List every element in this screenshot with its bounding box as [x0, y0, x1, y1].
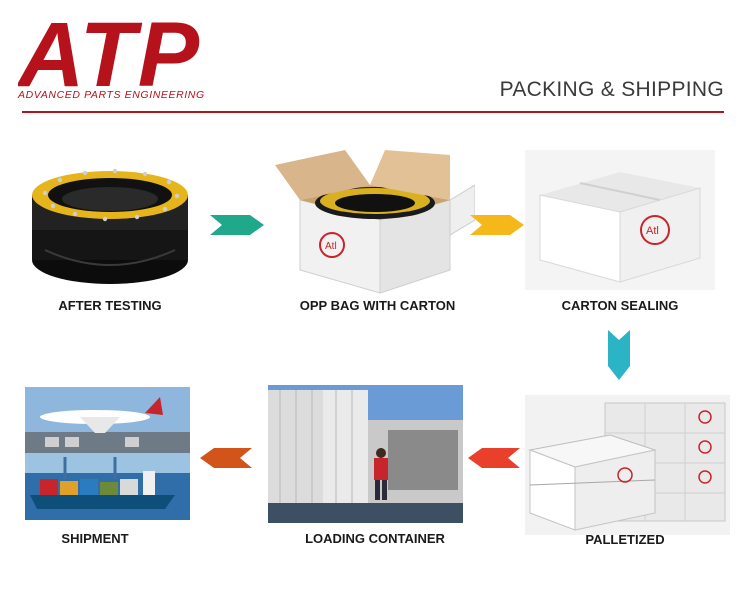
- arrow-down-icon: [608, 330, 630, 380]
- step-label-opp-bag: OPP BAG WITH CARTON: [299, 298, 456, 313]
- svg-text:Atl: Atl: [646, 225, 659, 237]
- step-label-loading-container: LOADING CONTAINER: [305, 531, 445, 546]
- step-label-carton-sealing: CARTON SEALING: [561, 298, 679, 313]
- step-label-shipment: SHIPMENT: [61, 531, 129, 546]
- step-label-after-testing: AFTER TESTING: [58, 298, 162, 313]
- svg-text:Atl: Atl: [325, 241, 337, 252]
- arrow-left-icon: [468, 448, 520, 468]
- section-title: PACKING & SHIPPING: [499, 78, 724, 101]
- brand-tagline: ADVANCED PARTS ENGINEERING: [18, 89, 205, 101]
- open-carton-photo: Atl: [275, 150, 475, 294]
- shipment-photo: [25, 387, 190, 520]
- airplane-icon: [40, 397, 163, 433]
- atp-logo: ATP: [18, 8, 201, 93]
- svg-text:ATP: ATP: [18, 8, 201, 93]
- arrow-left-icon: [200, 448, 252, 468]
- arrow-right-icon: [470, 215, 524, 235]
- cargo-ship-icon: [30, 471, 175, 509]
- step-label-palletized: PALLETIZED: [585, 532, 665, 547]
- header-divider: [22, 111, 724, 113]
- sealed-carton-photo: Atl: [525, 150, 715, 290]
- wheel-photo: [32, 168, 188, 284]
- arrow-right-icon: [210, 215, 264, 235]
- pallet-photo: [525, 395, 730, 535]
- loading-container-photo: [268, 385, 463, 523]
